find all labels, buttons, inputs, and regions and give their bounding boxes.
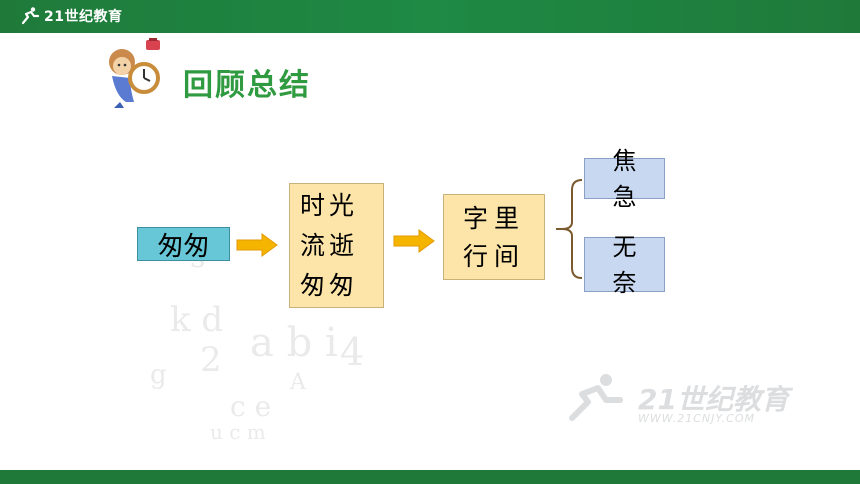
right-node-top: 焦 急 xyxy=(584,147,665,211)
start-node-label: 匆匆 xyxy=(157,231,210,262)
mascot-clock-icon xyxy=(109,38,160,108)
watermark-text: 21世纪教育 xyxy=(638,383,789,416)
watermark: 21世纪教育 WWW.21CNJY.COM xyxy=(566,372,826,432)
background-letters-decoration: s k d a b i g 2 4 c e A u c m xyxy=(150,240,365,444)
logo: 21世纪教育 xyxy=(20,5,122,27)
right-node-top-line: 急 xyxy=(612,182,637,211)
arrow-right-icon xyxy=(236,233,278,257)
start-node: 匆匆 xyxy=(137,227,230,262)
middle-node-line: 字里 xyxy=(462,204,525,233)
section-title: 回顾总结 xyxy=(183,68,311,103)
footer-bar xyxy=(0,470,860,484)
header-bar: 21世纪教育 xyxy=(0,0,860,33)
watermark-url: WWW.21CNJY.COM xyxy=(638,412,756,425)
main-node-line: 时光 xyxy=(300,190,359,220)
right-node-top-line: 焦 xyxy=(612,146,637,175)
arrow-right-icon xyxy=(393,229,435,253)
right-node-bottom-line: 奈 xyxy=(612,268,637,297)
middle-node: 字里 行间 xyxy=(443,194,545,280)
brace-connector-icon xyxy=(556,179,583,279)
right-node-bottom: 无 奈 xyxy=(584,233,665,297)
right-node-bottom-line: 无 xyxy=(612,232,637,261)
main-node-line: 流逝 xyxy=(300,230,359,260)
main-node: 时光 流逝 匆匆 xyxy=(289,183,384,308)
middle-node-line: 行间 xyxy=(462,242,525,271)
runner-logo-icon xyxy=(21,7,40,25)
main-node-line: 匆匆 xyxy=(300,270,359,300)
runner-watermark-icon xyxy=(569,374,623,421)
logo-text: 21世纪教育 xyxy=(44,9,123,25)
